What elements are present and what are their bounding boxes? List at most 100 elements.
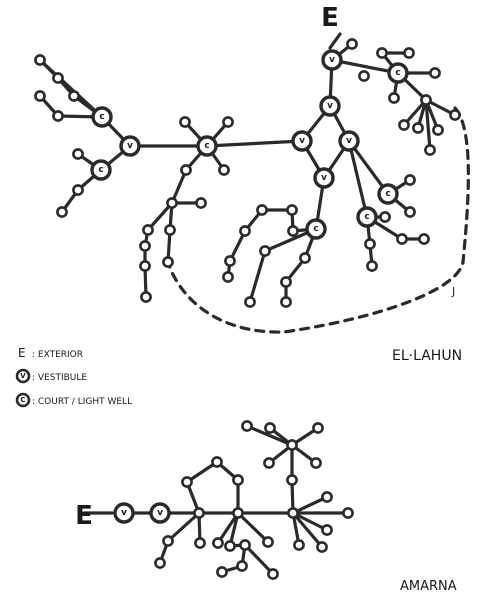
legend-vestibule-key: V: [20, 372, 26, 380]
graph-edge: [291, 495, 329, 515]
el-lahun-title: EL·LAHUN: [392, 348, 462, 364]
vestibule-node-letter: v: [121, 508, 127, 518]
room-node: [56, 206, 68, 218]
room-node: [280, 276, 292, 288]
graph-edge: [243, 543, 275, 576]
room-node: [52, 110, 64, 122]
graph-edge: [146, 201, 174, 232]
graph-edge: [291, 511, 324, 549]
room-node: [162, 256, 174, 268]
room-node: [195, 197, 207, 209]
room-node: [72, 148, 84, 160]
court-node: [90, 159, 112, 181]
legend-court-label: : COURT / LIGHT WELL: [32, 397, 132, 407]
court-node-letter: c: [99, 112, 104, 122]
court-node: [196, 135, 218, 157]
room-node: [346, 38, 358, 50]
court-node-letter: c: [313, 224, 318, 234]
court-node-letter: c: [98, 165, 103, 175]
court-node: [377, 183, 399, 205]
room-node: [216, 566, 228, 578]
room-node: [316, 541, 328, 553]
room-node: [432, 124, 444, 136]
room-node: [412, 122, 424, 134]
graph-edge: [347, 139, 369, 219]
vestibule-node-letter: v: [346, 136, 352, 146]
court-node-letter: c: [395, 68, 400, 78]
vestibule-node: [319, 95, 341, 117]
room-node: [263, 457, 275, 469]
graph-edge: [236, 511, 270, 544]
room-node: [194, 537, 206, 549]
room-node: [321, 491, 333, 503]
room-node: [449, 109, 461, 121]
vestibule-node-letter: v: [157, 508, 163, 518]
legend-court-key: C: [20, 396, 25, 404]
room-node: [420, 94, 432, 106]
room-node: [424, 144, 436, 156]
room-node: [404, 206, 416, 218]
court-node-letter: c: [364, 212, 369, 222]
legend: E : EXTERIOR V : VESTIBULE C : COURT / L…: [15, 346, 132, 408]
room-node: [222, 116, 234, 128]
legend-exterior-key: E: [18, 346, 26, 360]
room-node: [164, 224, 176, 236]
room-node: [321, 524, 333, 536]
room-node: [256, 204, 268, 216]
room-node: [52, 72, 64, 84]
vestibule-node: [291, 130, 313, 152]
graph-edge: [291, 511, 329, 532]
room-node: [232, 507, 244, 519]
room-node: [179, 116, 191, 128]
amarna-title: AMARNA: [400, 579, 457, 594]
room-node: [244, 296, 256, 308]
court-node: [305, 218, 327, 240]
room-node: [280, 296, 292, 308]
room-node: [287, 225, 299, 237]
graph-edge: [185, 460, 219, 484]
amarna-entrance-label: E: [75, 501, 93, 531]
graph-edge: [166, 511, 201, 543]
room-node: [241, 420, 253, 432]
legend-exterior-label: : EXTERIOR: [32, 350, 83, 360]
room-node: [180, 164, 192, 176]
vestibule-node-letter: v: [329, 55, 335, 65]
room-node: [139, 260, 151, 272]
room-node: [398, 119, 410, 131]
legend-vestibule-label: : VESTIBULE: [32, 373, 87, 383]
room-node: [267, 568, 279, 580]
room-node: [429, 67, 441, 79]
room-node: [264, 422, 276, 434]
room-node: [224, 540, 236, 552]
room-node: [259, 245, 271, 257]
room-node: [34, 54, 46, 66]
vestibule-node: [321, 49, 343, 71]
room-node: [139, 240, 151, 252]
room-node: [364, 238, 376, 250]
room-node: [403, 47, 415, 59]
room-node: [142, 224, 154, 236]
room-node: [232, 474, 244, 486]
room-node: [358, 70, 370, 82]
room-node: [286, 474, 298, 486]
vestibule-node-letter: v: [299, 136, 305, 146]
room-node: [162, 535, 174, 547]
room-node: [286, 204, 298, 216]
room-node: [211, 456, 223, 468]
room-node: [236, 560, 248, 572]
vestibule-node: [338, 130, 360, 152]
room-node: [396, 233, 408, 245]
room-node: [376, 47, 388, 59]
graph-edge: [330, 58, 400, 75]
vestibule-node: [119, 135, 141, 157]
vestibule-node: [313, 167, 335, 189]
room-node: [299, 252, 311, 264]
vestibule-node: [113, 502, 135, 524]
room-node: [293, 539, 305, 551]
court-node-letter: c: [204, 141, 209, 151]
room-node: [68, 90, 80, 102]
graph-edge: [205, 139, 304, 148]
graph-edge: [248, 249, 267, 304]
room-node: [166, 197, 178, 209]
room-node: [222, 271, 234, 283]
